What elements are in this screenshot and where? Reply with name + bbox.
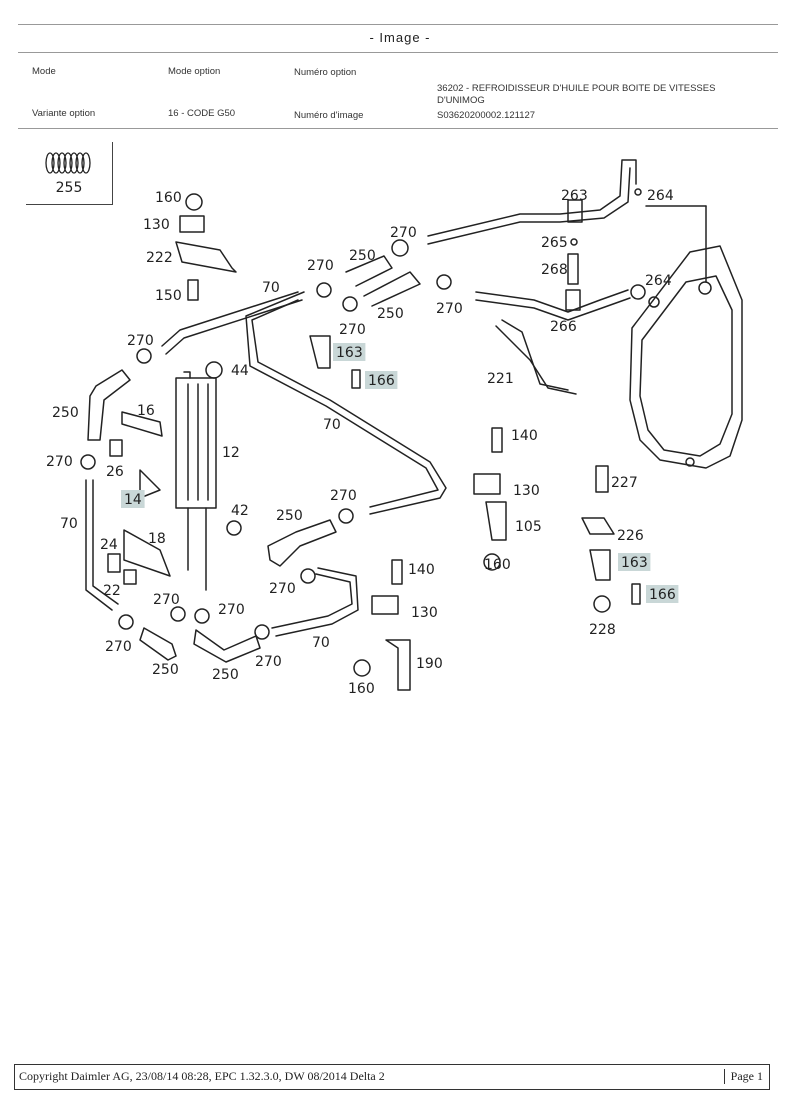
highlight-163: [618, 553, 651, 571]
part-label-250: 250: [377, 306, 404, 322]
rigid-pipe-266: [475, 289, 631, 321]
part-label-70: 70: [262, 280, 280, 296]
brackets: [121, 241, 577, 691]
part-label-140: 140: [511, 428, 538, 444]
part-label-250: 250: [276, 508, 303, 524]
variant-label: Variante option: [32, 108, 96, 119]
part-label-160: 160: [348, 681, 375, 697]
variant-value: 16 - CODE G50: [168, 108, 236, 119]
part-label-105: 105: [515, 519, 542, 535]
part-label-130: 130: [513, 483, 540, 499]
part-label-163: 163: [336, 345, 363, 361]
part-label-226: 226: [617, 528, 644, 544]
footer-copyright: Copyright Daimler AG, 23/08/14 08:28, EP…: [19, 1069, 385, 1083]
spring-icon: [45, 152, 91, 174]
part-label-270: 270: [153, 592, 180, 608]
part-label-16: 16: [137, 403, 155, 419]
part-label-250: 250: [52, 405, 79, 421]
part-label-264: 264: [645, 273, 672, 289]
image-number-value: S03620200002.121127: [437, 110, 536, 121]
part-label-270: 270: [307, 258, 334, 274]
part-label-70: 70: [60, 516, 78, 532]
part-label-24: 24: [100, 537, 118, 553]
part-label-270: 270: [218, 602, 245, 618]
part-label-130: 130: [143, 217, 170, 233]
part-label-270: 270: [390, 225, 417, 241]
fasteners: [107, 188, 660, 677]
part-label-268: 268: [541, 262, 568, 278]
highlight-166: [365, 371, 398, 389]
part-label-160: 160: [155, 190, 182, 206]
part-label-264: 264: [647, 188, 674, 204]
part-label-270: 270: [46, 454, 73, 470]
hose-pipe-70-low-left: [85, 479, 119, 611]
part-label-270: 270: [436, 301, 463, 317]
part-reference-line1: 36202 - REFROIDISSEUR D'HUILE POUR BOITE…: [437, 83, 716, 94]
part-label-270: 270: [269, 581, 296, 597]
part-label-263: 263: [561, 188, 588, 204]
labels-layer: 160 130 222 150 70 270 250 270 250 270 270 263 264 26…: [46, 188, 679, 697]
parts-diagram: 160 130 222 150 70 270 250 270 250 270 270 263 264 26…: [46, 159, 743, 697]
part-label-22: 22: [103, 583, 121, 599]
part-label-42: 42: [231, 503, 249, 519]
footer: Copyright Daimler AG, 23/08/14 08:28, EP…: [14, 1064, 770, 1090]
part-label-14: 14: [124, 492, 142, 508]
part-label-44: 44: [231, 363, 249, 379]
part-label-270: 270: [339, 322, 366, 338]
top-rule: [18, 24, 778, 25]
part-label-227: 227: [611, 475, 638, 491]
part-label-12: 12: [222, 445, 240, 461]
part-label-166: 166: [368, 373, 395, 389]
gearbox-housing: [629, 205, 743, 469]
rigid-pipe-263: [427, 159, 637, 245]
header-rule: [18, 52, 778, 53]
part-label-70: 70: [323, 417, 341, 433]
part-label-130: 130: [411, 605, 438, 621]
part-label-270: 270: [255, 654, 282, 670]
part-label-166: 166: [649, 587, 676, 603]
mode-value: Mode option: [168, 66, 221, 77]
part-label-250: 250: [349, 248, 376, 264]
part-label-270: 270: [105, 639, 132, 655]
part-label-26: 26: [106, 464, 124, 480]
part-reference: 36202 - REFROIDISSEUR D'HUILE POUR BOITE…: [437, 63, 747, 107]
part-label-18: 18: [148, 531, 166, 547]
part-label-222: 222: [146, 250, 173, 266]
clips-270: [80, 239, 452, 640]
callout-box: 255: [26, 142, 113, 205]
part-label-70: 70: [312, 635, 330, 651]
hoses-250: [87, 255, 421, 663]
part-label-265: 265: [541, 235, 568, 251]
highlight-14: [121, 490, 145, 508]
part-reference-line2: D'UNIMOG: [437, 95, 485, 106]
highlight-163: [333, 343, 366, 361]
highlight-166: [646, 585, 679, 603]
diagram-artwork: [80, 159, 743, 691]
part-label-163: 163: [621, 555, 648, 571]
meta-rule: [18, 128, 778, 129]
image-number-label: Numéro d'image: [294, 110, 364, 121]
part-label-150: 150: [155, 288, 182, 304]
hose-pipe-70-left: [161, 291, 303, 355]
part-label-250: 250: [152, 662, 179, 678]
part-label-228: 228: [589, 622, 616, 638]
part-label-270: 270: [330, 488, 357, 504]
hose-pipe-70-bottom: [271, 567, 359, 637]
callout-label: 255: [55, 180, 83, 196]
option-number-label: Numéro option: [294, 67, 357, 78]
footer-page-number: Page 1: [723, 1069, 769, 1084]
part-label-160: 160: [484, 557, 511, 573]
part-label-266: 266: [550, 319, 577, 335]
part-label-221: 221: [487, 371, 514, 387]
hose-pipe-70-main: [245, 291, 447, 515]
page-title: - Image -: [369, 30, 431, 45]
oil-cooler-12: [175, 371, 217, 591]
part-label-190: 190: [416, 656, 443, 672]
part-label-140: 140: [408, 562, 435, 578]
part-label-250: 250: [212, 667, 239, 683]
mode-label: Mode: [32, 66, 56, 77]
part-label-270: 270: [127, 333, 154, 349]
